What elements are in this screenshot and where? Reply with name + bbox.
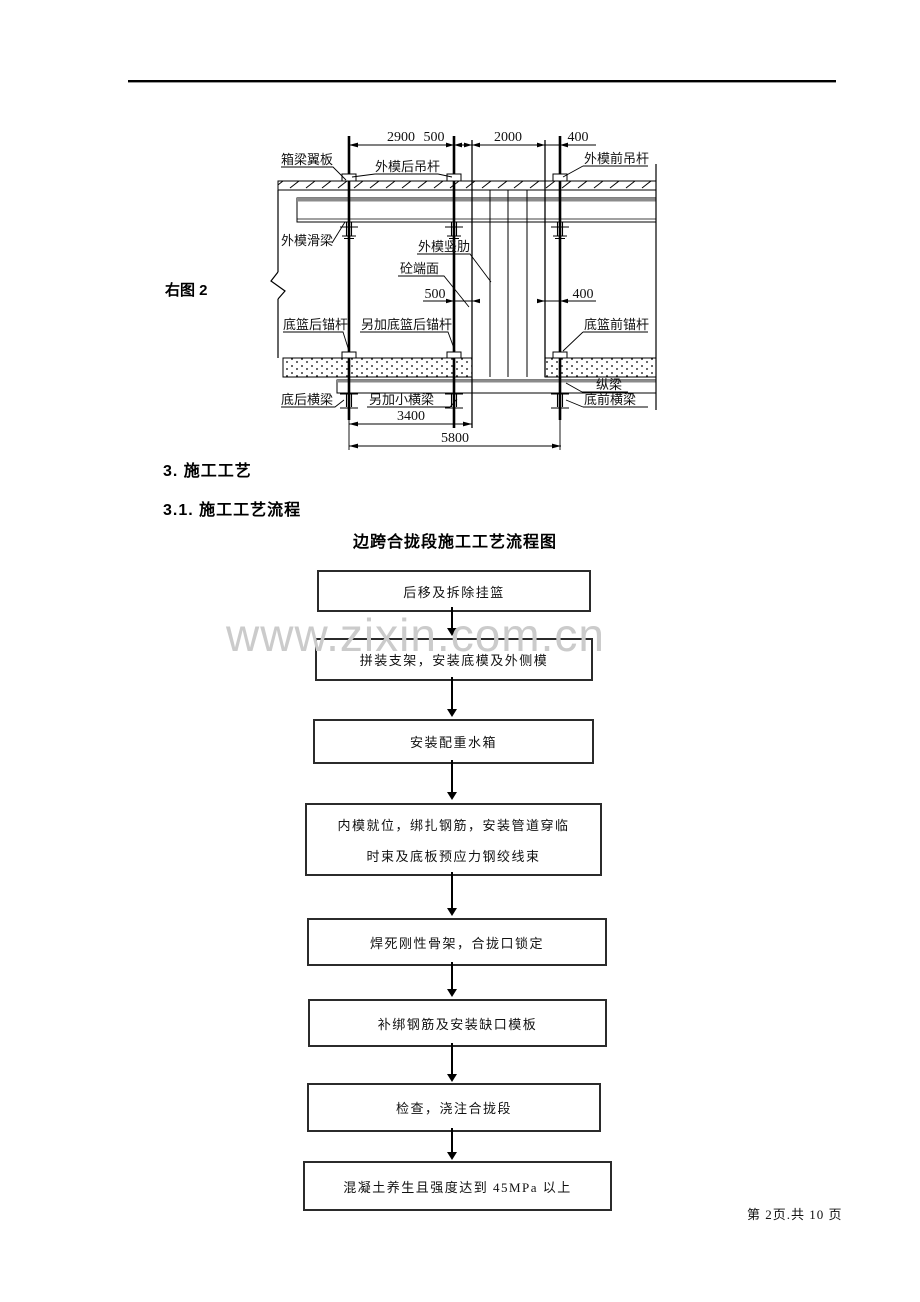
flow-step-7: 检查，浇注合拢段 xyxy=(307,1083,601,1132)
arrowhead-icon xyxy=(447,792,457,800)
arrowhead-icon xyxy=(447,628,457,636)
dim-3400: 3400 xyxy=(397,409,425,424)
flow-arrow xyxy=(447,607,457,636)
flow-arrow xyxy=(447,872,457,916)
label-rear-anchor: 底篮后锚杆 xyxy=(283,317,348,332)
slide-beam-shape xyxy=(296,197,657,223)
flow-arrow xyxy=(447,677,457,717)
flow-step-3: 安装配重水箱 xyxy=(313,719,594,764)
dim-500-top: 500 xyxy=(424,130,445,145)
wing-plate-band xyxy=(277,180,657,191)
section-heading: 3. 施工工艺 xyxy=(163,463,252,480)
dim-400-mid: 400 xyxy=(573,287,594,302)
flow-step-5: 焊死刚性骨架，合拢口锁定 xyxy=(307,918,607,966)
label-front-hanger: 外模前吊杆 xyxy=(584,151,649,166)
label-slide-beam: 外模滑梁 xyxy=(281,233,333,248)
label-rear-hanger: 外模后吊杆 xyxy=(375,159,440,174)
arrowhead-icon xyxy=(447,1074,457,1082)
flow-step-6: 补绑钢筋及安装缺口模板 xyxy=(308,999,607,1047)
label-extra-small-cross-beam: 另加小横梁 xyxy=(369,392,434,407)
flow-step-1: 后移及拆除挂篮 xyxy=(317,570,591,612)
label-concrete-face: 砼端面 xyxy=(400,261,439,276)
flow-step-text: 后移及拆除挂篮 xyxy=(403,584,505,600)
flowchart-title: 边跨合拢段施工工艺流程图 xyxy=(352,534,557,551)
flow-step-text: 拼装支架，安装底模及外侧模 xyxy=(359,653,549,668)
flow-arrow xyxy=(447,1128,457,1160)
label-front-anchor: 底篮前锚杆 xyxy=(584,317,649,332)
arrowhead-icon xyxy=(447,1152,457,1160)
flow-arrow xyxy=(447,760,457,800)
label-longitudinal-beam: 纵梁 xyxy=(596,377,622,392)
flow-step-text: 安装配重水箱 xyxy=(409,735,497,750)
dim-400-top: 400 xyxy=(568,130,589,145)
header-rule xyxy=(128,80,836,83)
watermark: www.zixin.com.cn xyxy=(226,609,605,661)
figure-caption: 右图 2 xyxy=(165,281,208,299)
flow-step-text: 补绑钢筋及安装缺口模板 xyxy=(377,1016,538,1032)
figure-2-diagram: 2900 500 2000 400 500 400 3400 5800 xyxy=(165,130,657,450)
arrowhead-icon xyxy=(447,908,457,916)
flow-arrow xyxy=(447,1043,457,1082)
arrowhead-icon xyxy=(447,989,457,997)
label-rear-cross-beam: 底后横梁 xyxy=(281,392,333,407)
dim-2900: 2900 xyxy=(387,130,415,145)
flow-step-text: 混凝土养生且强度达到 45MPa 以上 xyxy=(343,1179,572,1195)
label-extra-rear-anchor: 另加底篮后锚杆 xyxy=(361,317,452,332)
dim-5800: 5800 xyxy=(441,431,469,446)
flow-step-text: 时束及底板预应力钢绞线束 xyxy=(366,848,541,864)
flow-step-8: 混凝土养生且强度达到 45MPa 以上 xyxy=(303,1161,612,1211)
dim-2000: 2000 xyxy=(494,130,522,145)
flow-step-2: 拼装支架，安装底模及外侧模 xyxy=(315,638,593,681)
subsection-heading: 3.1. 施工工艺流程 xyxy=(163,502,302,519)
label-wing-plate: 箱梁翼板 xyxy=(281,152,333,167)
bottom-slab-right xyxy=(544,357,657,378)
bottom-slab-left xyxy=(282,357,473,378)
flow-step-text: 检查，浇注合拢段 xyxy=(395,1101,512,1116)
dim-500-mid: 500 xyxy=(425,287,446,302)
page-number: 第 2页.共 10 页 xyxy=(747,1207,843,1222)
flow-arrow xyxy=(447,962,457,997)
flow-step-4: 内模就位，绑扎钢筋，安装管道穿临 时束及底板预应力钢绞线束 xyxy=(305,803,602,876)
flow-step-text: 内模就位，绑扎钢筋，安装管道穿临 xyxy=(337,817,570,833)
label-front-cross-beam: 底前横梁 xyxy=(584,392,636,407)
flow-step-text: 焊死刚性骨架，合拢口锁定 xyxy=(369,935,544,951)
arrowhead-icon xyxy=(447,709,457,717)
label-vertical-rib: 外模竖肋 xyxy=(418,239,470,254)
